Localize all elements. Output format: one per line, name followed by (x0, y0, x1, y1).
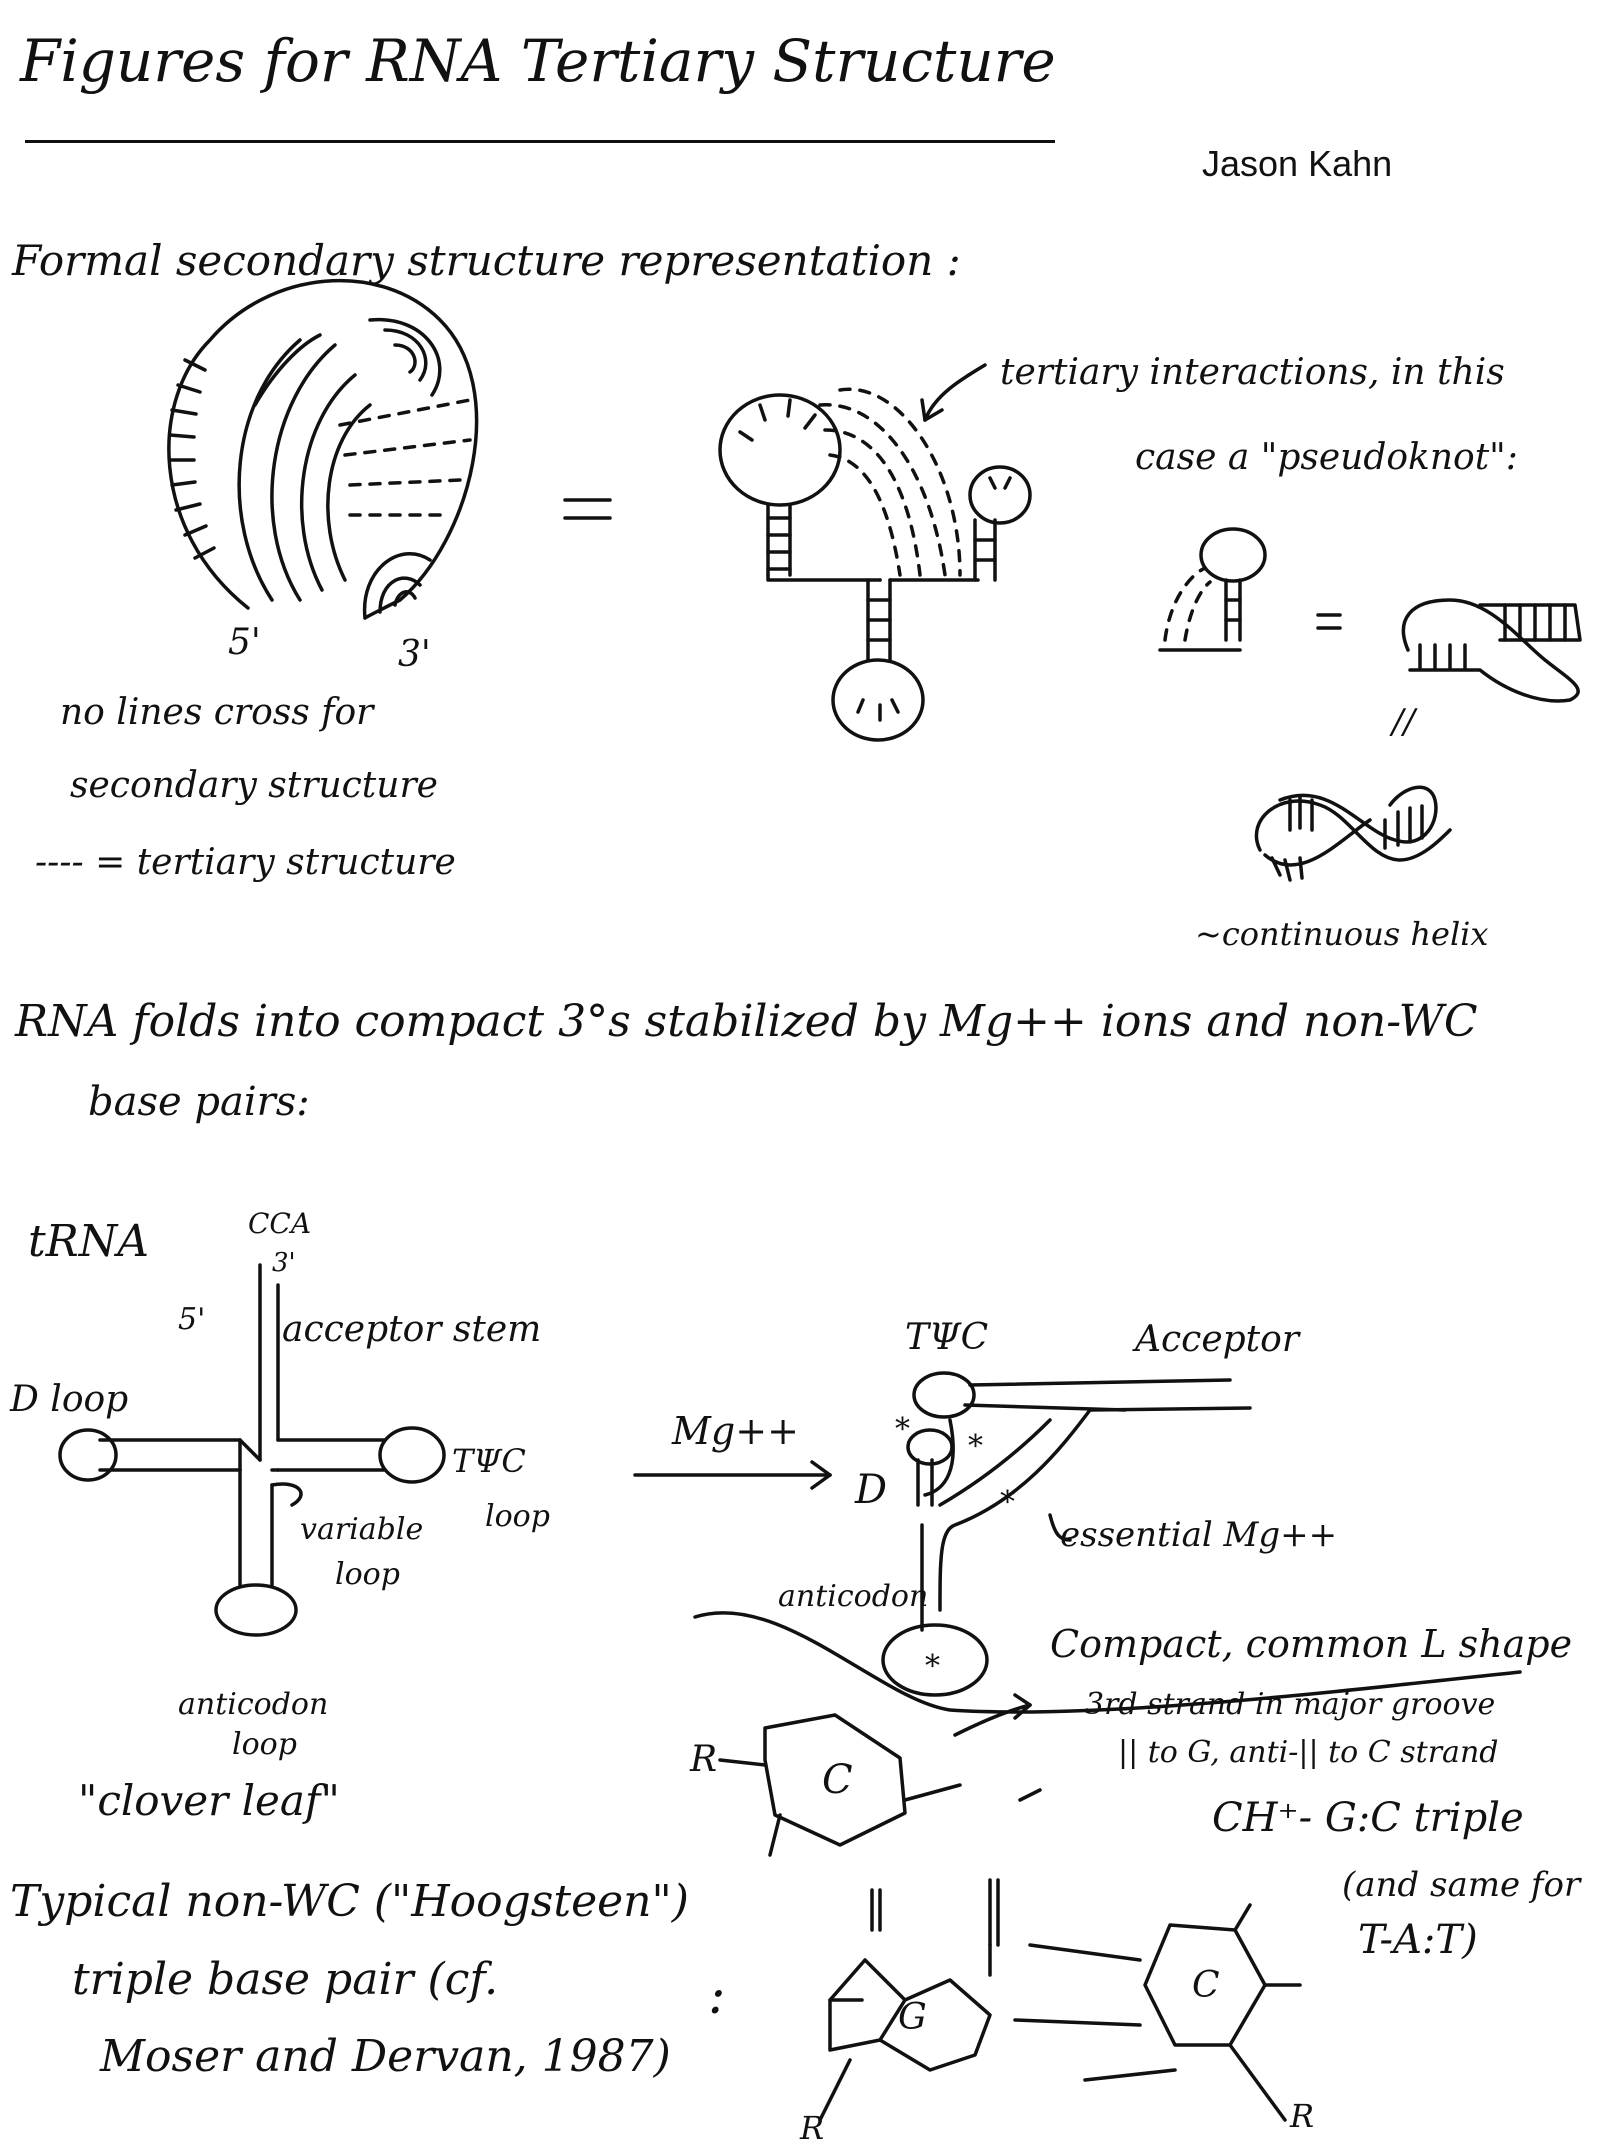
trna-cloverleaf (58, 1263, 446, 1637)
acceptor-stem-label: acceptor stem (282, 1309, 542, 1350)
star-1: * (895, 1412, 910, 1447)
mg-arrow-label: Mg++ (672, 1409, 799, 1453)
base-c-top: C (822, 1757, 853, 1803)
pseudoknot-secondary-diagram (718, 363, 1032, 742)
page-title: Figures for RNA Tertiary Structure (20, 27, 1056, 95)
triple-name: CH⁺- G:C triple (1212, 1795, 1524, 1841)
tpsic-loop-label2: loop (485, 1499, 550, 1534)
essential-mg-label: essential Mg++ (1060, 1515, 1338, 1555)
pseudoknot-small-diagrams (1158, 527, 1582, 882)
acceptor-arm-label: Acceptor (1135, 1319, 1300, 1360)
base-c-right: C (1192, 1965, 1220, 2006)
third-strand-line2: || to G, anti-|| to C strand (1118, 1735, 1499, 1770)
cca-label: CCA (248, 1207, 312, 1240)
three-prime-label: 3' (398, 634, 431, 675)
arc-diagram (167, 279, 479, 620)
tpsic-loop-label: TΨC (452, 1442, 526, 1480)
r-group-left: R (690, 1739, 718, 1780)
tertiary-annotation-line1: tertiary interactions, in this (1000, 352, 1505, 393)
d-arm-label: D (855, 1467, 888, 1513)
triple-heading-line3: Moser and Dervan, 1987) (100, 2031, 671, 2082)
r-group-bottom: R (800, 2109, 825, 2147)
secondary-structure-heading: Formal secondary structure representatio… (12, 236, 961, 285)
folding-heading-line1: RNA folds into compact 3°s stabilized by… (15, 996, 1478, 1047)
triple-heading-line2: triple base pair (cf. (72, 1954, 499, 2005)
tertiary-annotation-line2: case a "pseudoknot": (1135, 437, 1518, 478)
triple-colon: : (708, 1966, 726, 2026)
anticodon-loop-label: anticodon (178, 1687, 329, 1722)
compact-l-shape-label: Compact, common L shape (1050, 1622, 1573, 1666)
secondary-note-line1: no lines cross for (60, 692, 374, 733)
base-g: G (898, 1997, 927, 2038)
trna-three-prime: 3' (272, 1248, 296, 1278)
parallel-mark: // (1392, 702, 1415, 742)
d-loop-label: D loop (10, 1379, 129, 1420)
triple-heading-line1: Typical non-WC ("Hoogsteen") (10, 1876, 689, 1927)
anticodon-arm-label: anticodon (778, 1579, 929, 1614)
trna-label: tRNA (28, 1216, 150, 1267)
trna-five-prime: 5' (178, 1302, 206, 1337)
tpsic-arm-label: TΨC (905, 1317, 989, 1358)
tat-label: T-A:T) (1358, 1917, 1478, 1963)
variable-loop-label2: loop (335, 1557, 400, 1592)
star-3: * (1000, 1485, 1015, 1520)
secondary-note-line3: ---- = tertiary structure (35, 842, 456, 883)
cloverleaf-label: "clover leaf" (78, 1776, 340, 1825)
author-name: Jason Kahn (1202, 143, 1393, 184)
star-2: * (968, 1429, 983, 1464)
title-underline (25, 140, 1055, 143)
and-same-label: (and same for (1342, 1865, 1581, 1905)
anticodon-loop-label2: loop (232, 1727, 297, 1762)
secondary-note-line2: secondary structure (70, 765, 438, 806)
third-strand-line1: 3rd strand in major groove (1085, 1687, 1496, 1722)
five-prime-label: 5' (228, 622, 261, 663)
folding-heading-line2: base pairs: (88, 1079, 310, 1125)
variable-loop-label: variable (300, 1512, 424, 1547)
star-4: * (925, 1649, 940, 1684)
trna-l-shape (693, 1371, 1522, 1714)
triple-base-pair (718, 1693, 1302, 2122)
r-group-right: R (1290, 2097, 1315, 2135)
continuous-helix-label: ~continuous helix (1195, 915, 1489, 953)
